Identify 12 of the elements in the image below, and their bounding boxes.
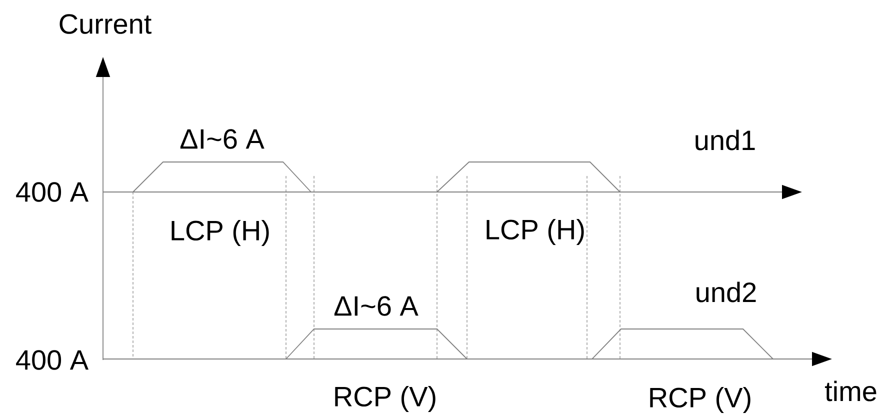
signal-label: und2 <box>696 282 756 302</box>
annotation-label: LCP (H) <box>172 220 269 246</box>
annotation-label: RCP (V) <box>650 386 750 414</box>
axis-title: time <box>824 380 876 402</box>
annotation-label: ΔI~6 A <box>334 296 418 316</box>
annotation-label: ΔI~6 A <box>180 129 264 149</box>
tick-label: 400 A <box>16 350 88 370</box>
signal-label: und1 <box>696 130 755 150</box>
axis-title: Current <box>60 14 152 34</box>
tick-label: 400 A <box>16 182 88 202</box>
annotation-label: RCP (V) <box>335 386 436 412</box>
annotation-label: LCP (H) <box>486 218 584 246</box>
